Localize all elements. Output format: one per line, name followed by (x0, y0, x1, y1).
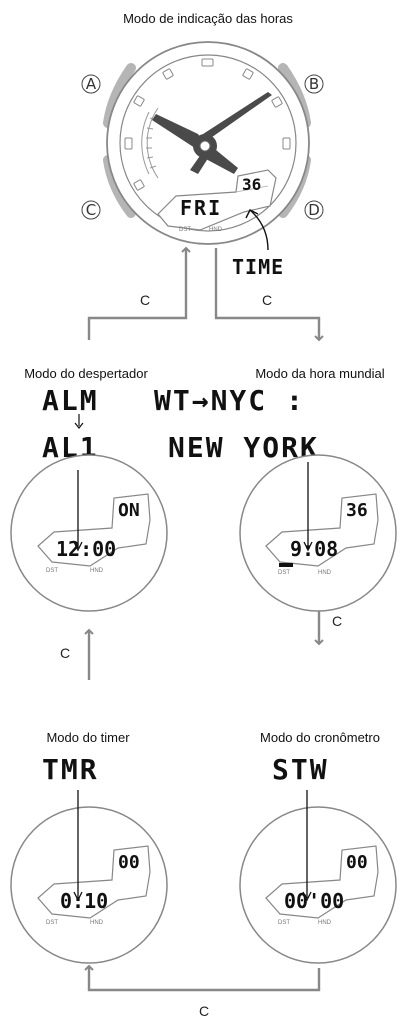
button-b-label: B (309, 75, 319, 93)
timer-main-display: 0:10 (60, 889, 108, 913)
button-labels: A B C D (81, 74, 324, 220)
stopwatch-main-display: 00'00 (284, 889, 344, 913)
worldtime-small-display: 36 (346, 500, 368, 521)
hnd-label: HND (209, 227, 223, 233)
stopwatch-mode-title: Modo do cronômetro (260, 730, 380, 745)
c-label-4: C (60, 645, 70, 661)
alarm-mode: ALM AL1 ON 12:00 DST HND (10, 384, 168, 612)
worldtime-main-display: 9:08 (290, 537, 338, 561)
alarm-small-display: ON (118, 500, 140, 521)
button-d-label: D (308, 201, 320, 219)
stopwatch-line1: STW (272, 753, 329, 786)
worldtime-hnd-label: HND (318, 570, 332, 576)
timekeeping-mode-title: Modo de indicação das horas (123, 11, 293, 26)
c-label-1: C (140, 292, 150, 308)
arrow-stopwatch-to-timer (84, 964, 321, 992)
arrow-alarm-to-time (87, 246, 191, 340)
timer-dst-label: DST (46, 920, 58, 926)
alarm-line1: ALM (42, 384, 99, 417)
timer-line1: TMR (42, 753, 99, 786)
lcd-window (157, 169, 277, 231)
lcd-day: FRI (180, 196, 222, 220)
alarm-lcd (37, 493, 151, 567)
worldtime-mode-title: Modo da hora mundial (255, 366, 384, 381)
world-time-mode: WT→NYC : NEW YORK 36 9:08 DST HND (154, 384, 397, 612)
alarm-dst-label: DST (46, 568, 58, 574)
worldtime-line2: NEW YORK (168, 431, 319, 464)
button-a-label: A (86, 75, 97, 93)
arrow-time-to-worldtime (214, 248, 324, 342)
alarm-mode-title: Modo do despertador (24, 366, 148, 381)
dst-indicator (279, 563, 293, 567)
alarm-hnd-label: HND (90, 568, 104, 574)
lcd-seconds: 36 (242, 175, 261, 194)
c-label-3: C (332, 613, 342, 629)
time-label: TIME (232, 255, 284, 279)
button-a-guard (103, 63, 136, 128)
worldtime-dst-label: DST (278, 570, 290, 576)
timer-mode-title: Modo do timer (46, 730, 130, 745)
stopwatch-dst-label: DST (278, 920, 290, 926)
dst-label: DST (179, 227, 191, 233)
worldtime-line1: WT→NYC : (154, 384, 305, 417)
hour-markers (124, 58, 291, 191)
c-label-5: C (199, 1003, 209, 1019)
stopwatch-mode: STW 00 00'00 DST HND (239, 753, 397, 964)
worldtime-lcd (265, 493, 379, 567)
timer-small-display: 00 (118, 852, 140, 873)
stopwatch-small-display: 00 (346, 852, 368, 873)
c-label-2: C (262, 292, 272, 308)
alarm-main-display: 12:00 (56, 537, 116, 561)
timer-hnd-label: HND (90, 920, 104, 926)
timer-mode: TMR 00 0:10 DST HND (10, 753, 168, 964)
timekeeping-watch: 36 FRI DST HND TIME (103, 41, 311, 279)
hour-hand (152, 114, 206, 150)
timer-lcd (37, 845, 151, 919)
minute-hand (200, 92, 272, 142)
button-c-label: C (86, 201, 96, 219)
stopwatch-hnd-label: HND (318, 920, 332, 926)
stopwatch-lcd (265, 845, 379, 919)
